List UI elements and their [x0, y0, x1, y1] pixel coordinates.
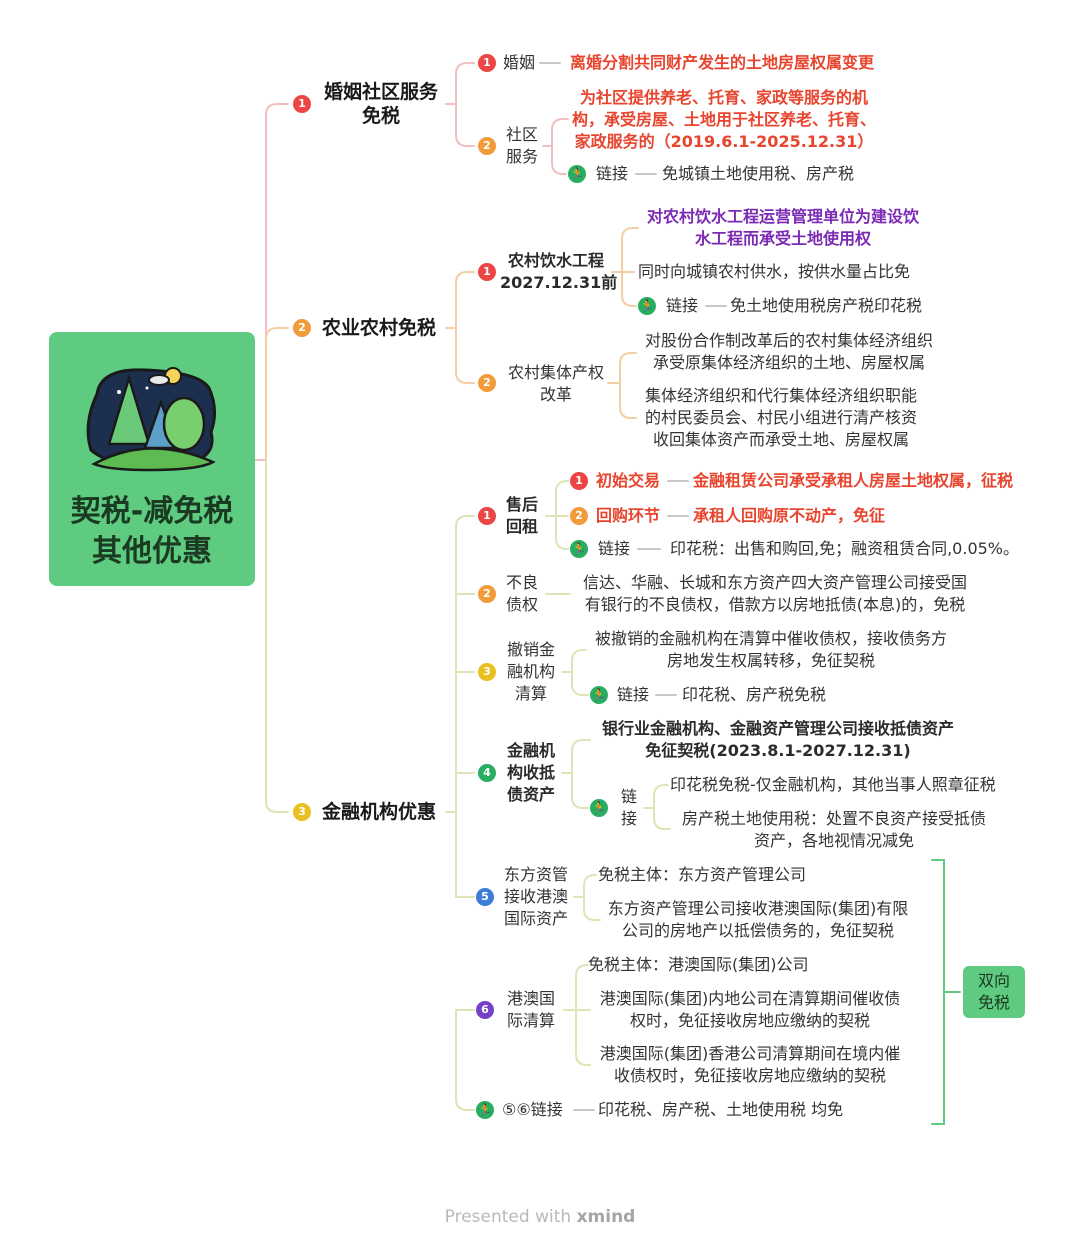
two-way-exemption-tag[interactable]: 双向 免税: [963, 966, 1025, 1018]
item-collective-reform-detail-b[interactable]: 集体经济组织和代行集体经济组织职能 的村民委员会、村民小组进行清产核资 收回集体…: [636, 385, 926, 451]
item-hk-macau-subject[interactable]: 免税主体：港澳国际(集团)公司: [588, 954, 809, 976]
link-56-text[interactable]: 印花税、房产税、土地使用税 均免: [598, 1099, 843, 1121]
link-text[interactable]: 印花税：出售和购回,免；融资租赁合同,0.05%。: [670, 538, 1019, 560]
section-2-number-icon: 2: [293, 319, 311, 337]
forest-illustration: [49, 332, 255, 492]
link-property-tax[interactable]: 房产税土地使用税：处置不良资产接受抵债 资产，各地视情况减免: [670, 808, 998, 852]
link-label[interactable]: 链接: [598, 538, 630, 560]
sub-initial-trade-label[interactable]: 初始交易: [596, 470, 660, 492]
link-text[interactable]: 免城镇土地使用税、房产税: [662, 163, 854, 185]
run-link-icon: 🏃: [590, 799, 608, 817]
section-1-title[interactable]: 婚姻社区服务 免税: [316, 80, 446, 128]
item-2-2-number-icon: 2: [478, 374, 496, 392]
section-3-number-icon: 3: [293, 803, 311, 821]
sub-buyback-label[interactable]: 回购环节: [596, 505, 660, 527]
item-bad-debt-detail[interactable]: 信达、华融、长城和东方资产四大资产管理公司接受国 有银行的不良债权，借款方以房地…: [572, 572, 978, 616]
item-leaseback-label[interactable]: 售后 回租: [500, 494, 544, 538]
item-3-6-number-icon: 6: [476, 1001, 494, 1019]
sub-2-number-icon: 2: [570, 507, 588, 525]
item-community-label[interactable]: 社区 服务: [500, 124, 544, 168]
link-56-label[interactable]: ⑤⑥链接: [502, 1099, 563, 1121]
root-topic[interactable]: 契税-减免税 其他优惠: [49, 332, 255, 586]
item-orient-subject[interactable]: 免税主体：东方资产管理公司: [598, 864, 806, 886]
item-3-1-number-icon: 1: [478, 507, 496, 525]
link-label[interactable]: 链 接: [616, 786, 642, 830]
sub-initial-trade-text[interactable]: 金融租赁公司承受承租人房屋土地权属，征税: [693, 470, 1013, 492]
item-community-detail[interactable]: 为社区提供养老、托育、家政等服务的机 构，承受房屋、土地用于社区养老、托育、 家…: [566, 87, 882, 153]
run-link-icon: 🏃: [590, 686, 608, 704]
tag-text: 双向 免税: [963, 970, 1025, 1014]
item-rural-water-detail-2[interactable]: 同时向城镇农村供水，按供水量占比免: [638, 261, 910, 283]
item-foreclosed-assets-label[interactable]: 金融机 构收抵 债资产: [500, 740, 562, 806]
item-marriage-label[interactable]: 婚姻: [503, 52, 535, 74]
item-bad-debt-label[interactable]: 不良 债权: [500, 572, 544, 616]
item-rural-water-label[interactable]: 农村饮水工程 2027.12.31前: [500, 250, 612, 294]
section-3-title[interactable]: 金融机构优惠: [322, 800, 436, 824]
item-3-5-number-icon: 5: [476, 888, 494, 906]
item-collective-reform-label[interactable]: 农村集体产权 改革: [500, 362, 612, 406]
run-link-icon: 🏃: [568, 165, 586, 183]
footer-watermark: Presented with xmind: [0, 1207, 1080, 1227]
item-3-4-number-icon: 4: [478, 764, 496, 782]
link-label[interactable]: 链接: [596, 163, 628, 185]
item-2-1-number-icon: 1: [478, 263, 496, 281]
item-hk-macau-hongkong[interactable]: 港澳国际(集团)香港公司清算期间在境内催 收债权时，免征接收房地应缴纳的契税: [590, 1043, 910, 1087]
item-revoked-institution-label[interactable]: 撤销金 融机构 清算: [500, 639, 562, 705]
section-2-title[interactable]: 农业农村免税: [322, 316, 436, 340]
root-title: 契税-减免税 其他优惠: [49, 492, 255, 572]
item-revoked-institution-detail[interactable]: 被撤销的金融机构在清算中催收债权，接收债务方 房地发生权属转移，免征契税: [586, 628, 956, 672]
link-text[interactable]: 印花税、房产税免税: [682, 684, 826, 706]
link-text[interactable]: 免土地使用税房产税印花税: [730, 295, 922, 317]
sub-1-number-icon: 1: [570, 472, 588, 490]
run-link-icon: 🏃: [570, 540, 588, 558]
item-rural-water-detail[interactable]: 对农村饮水工程运营管理单位为建设饮 水工程而承受土地使用权: [636, 206, 930, 250]
item-collective-reform-detail-a[interactable]: 对股份合作制改革后的农村集体经济组织 承受原集体经济组织的土地、房屋权属: [636, 330, 942, 374]
item-hk-macau-mainland[interactable]: 港澳国际(集团)内地公司在清算期间催收债 权时，免征接收房地应缴纳的契税: [590, 988, 910, 1032]
item-foreclosed-assets-detail[interactable]: 银行业金融机构、金融资产管理公司接收抵债资产 免征契税(2023.8.1-202…: [588, 718, 968, 762]
link-label[interactable]: 链接: [617, 684, 649, 706]
item-marriage-detail[interactable]: 离婚分割共同财产发生的土地房屋权属变更: [570, 52, 874, 74]
item-3-3-number-icon: 3: [478, 663, 496, 681]
sub-buyback-text[interactable]: 承租人回购原不动产，免征: [693, 505, 885, 527]
run-link-icon: 🏃: [638, 297, 656, 315]
run-link-icon: 🏃: [476, 1101, 494, 1119]
item-1-2-number-icon: 2: [478, 137, 496, 155]
link-stamp-tax[interactable]: 印花税免税-仅金融机构，其他当事人照章征税: [670, 774, 996, 796]
item-orient-detail[interactable]: 东方资产管理公司接收港澳国际(集团)有限 公司的房地产以抵偿债务的，免征契税: [598, 898, 918, 942]
item-hk-macau-liquidation-label[interactable]: 港澳国 际清算: [500, 988, 562, 1032]
section-1-number-icon: 1: [293, 95, 311, 113]
item-3-2-number-icon: 2: [478, 585, 496, 603]
item-1-1-number-icon: 1: [478, 54, 496, 72]
link-label[interactable]: 链接: [666, 295, 698, 317]
item-orient-hk-macau-label[interactable]: 东方资管 接收港澳 国际资产: [498, 864, 574, 930]
